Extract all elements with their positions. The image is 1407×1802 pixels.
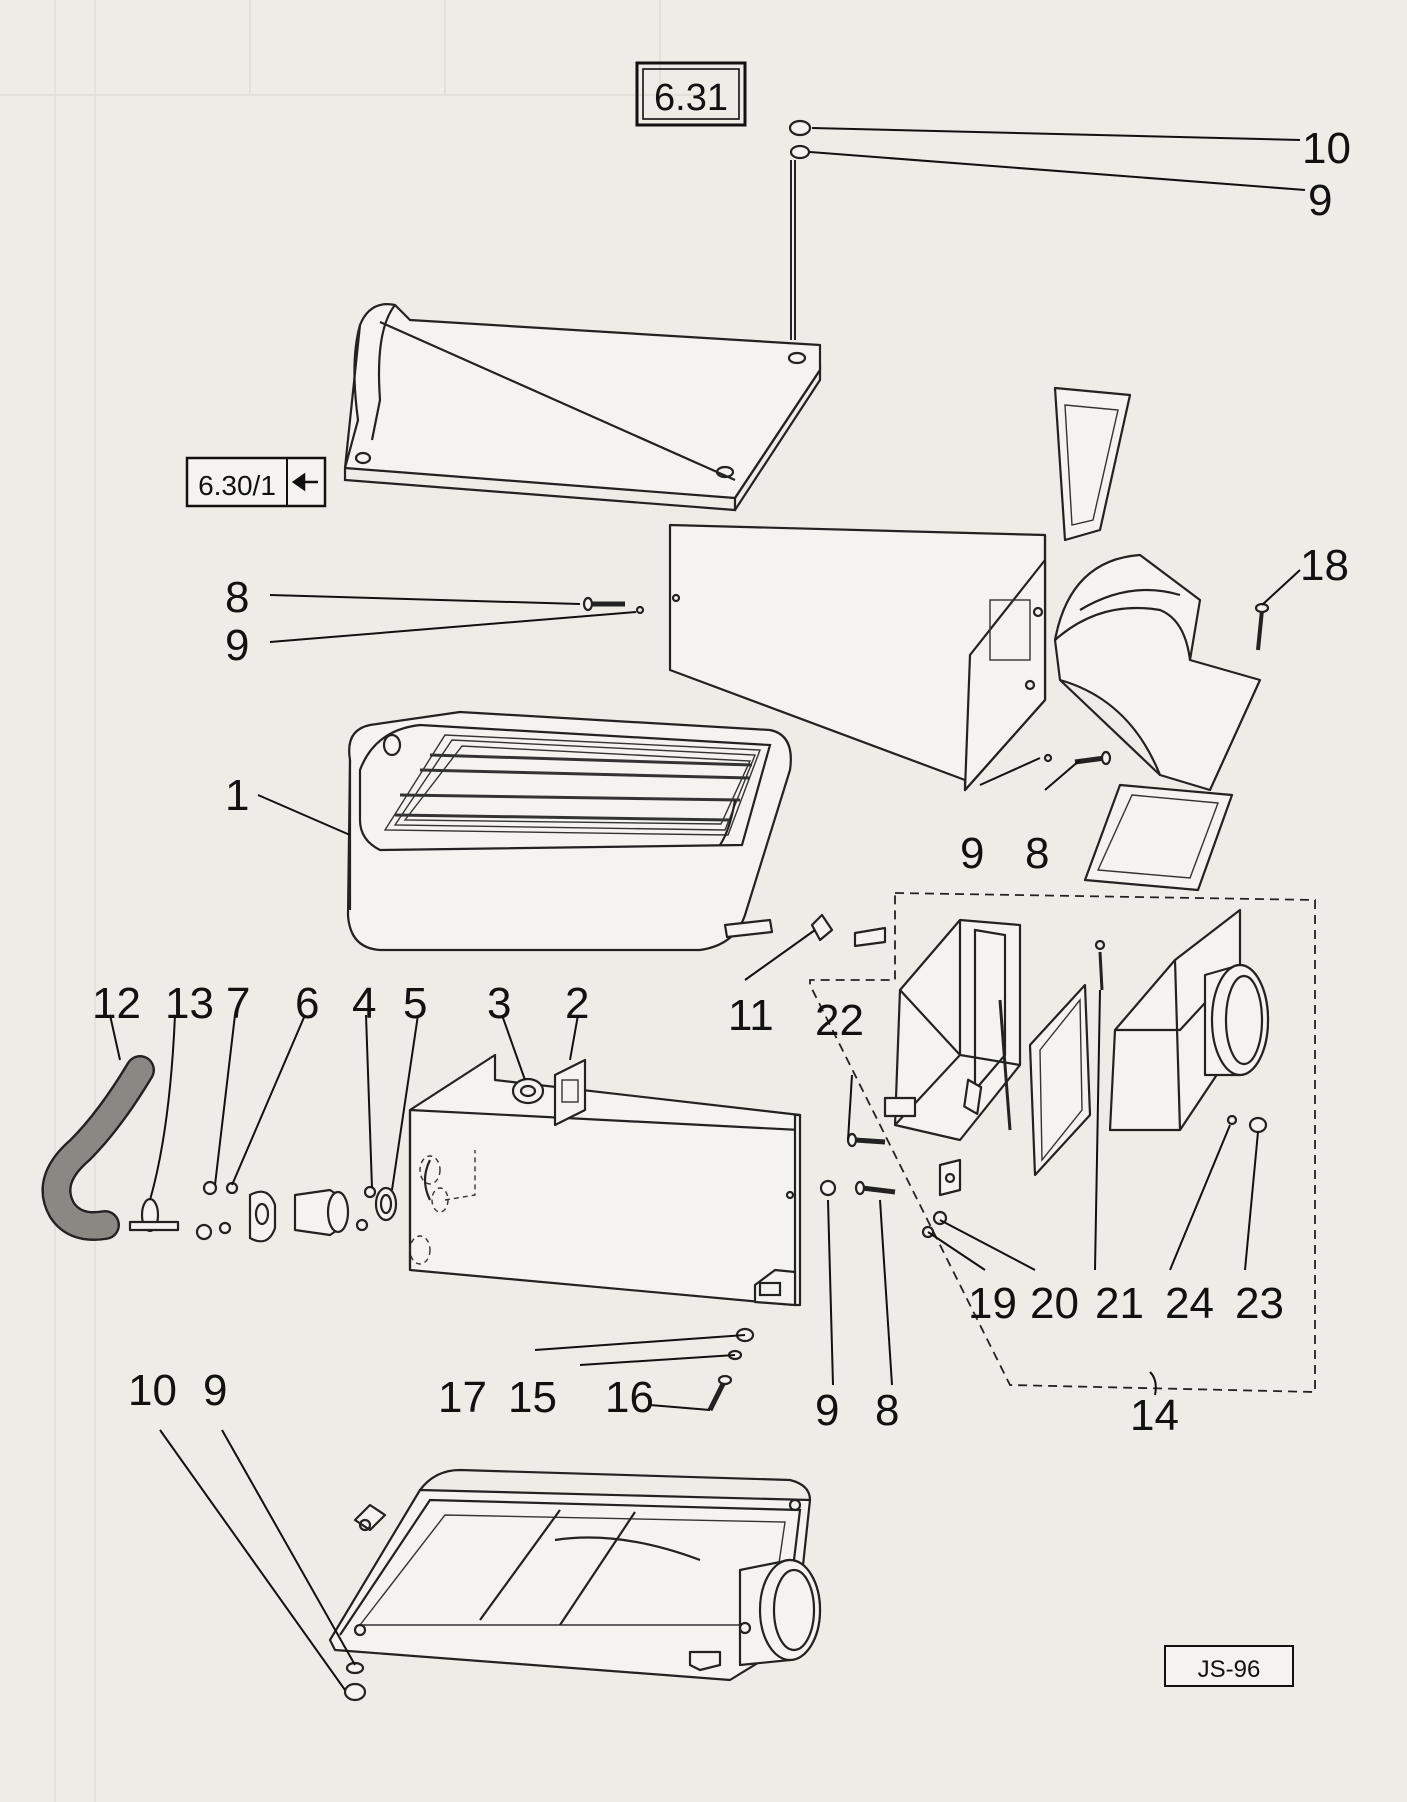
- callout-17: 17: [438, 1373, 487, 1422]
- upper-housing: [343, 303, 822, 512]
- callout-4: 4: [352, 979, 376, 1028]
- callout-9-bottom: 9: [203, 1366, 227, 1415]
- callout-20: 20: [1030, 1279, 1079, 1328]
- bleed-through-table: [0, 0, 700, 1802]
- clamp-11: [810, 913, 887, 948]
- callout-6: 6: [295, 979, 319, 1028]
- assembly-small-parts: [846, 1078, 1268, 1239]
- callout-9-right: 9: [960, 829, 984, 878]
- callout-24: 24: [1165, 1279, 1214, 1328]
- blower-bracket: [883, 918, 1022, 1142]
- grommet-and-plate: [511, 1058, 587, 1127]
- screw-18: [1254, 602, 1270, 651]
- bottom-housing: [328, 1468, 822, 1682]
- callout-3: 3: [487, 979, 511, 1028]
- callout-9-lower: 9: [815, 1386, 839, 1435]
- drawing-code-label: JS-96: [1198, 1656, 1261, 1683]
- callout-15: 15: [508, 1373, 557, 1422]
- drawing-code-box: JS-96: [1164, 1645, 1294, 1687]
- assembly-14-outline: [809, 892, 1316, 1393]
- leader-lines: [109, 127, 1306, 1691]
- callout-22: 22: [815, 996, 864, 1045]
- callout-8-right: 8: [1025, 829, 1049, 878]
- callout-2: 2: [565, 979, 589, 1028]
- figure-reference-box: 6.31: [635, 61, 747, 127]
- callout-5: 5: [403, 979, 427, 1028]
- callout-18: 18: [1300, 541, 1349, 590]
- callout-7: 7: [226, 979, 250, 1028]
- lower-box-housing: [408, 1053, 802, 1307]
- cross-reference-box: 6.30/1: [185, 456, 327, 508]
- callout-8-lower: 8: [875, 1386, 899, 1435]
- bottom-nut-and-washer: [343, 1661, 367, 1702]
- hose-clamp-13: [128, 1197, 180, 1233]
- callout-21: 21: [1095, 1279, 1144, 1328]
- heater-core-fins: [383, 734, 761, 836]
- damper-flap: [998, 939, 1106, 1177]
- callout-9-upper: 9: [225, 621, 249, 670]
- callout-10-top: 10: [1302, 124, 1351, 173]
- callout-9-top: 9: [1308, 176, 1332, 225]
- callout-16: 16: [605, 1373, 654, 1422]
- figure-reference-label: 6.31: [654, 77, 728, 119]
- rear-panel-plate: [668, 523, 1047, 792]
- callout-8-upper: 8: [225, 573, 249, 622]
- curved-air-duct: [1053, 553, 1262, 792]
- callout-14: 14: [1130, 1391, 1179, 1440]
- outlet-housing: [1108, 908, 1270, 1132]
- callout-1: 1: [225, 771, 249, 820]
- heater-core: [346, 710, 792, 952]
- callout-11: 11: [728, 991, 774, 1040]
- cross-reference-label: 6.30/1: [198, 470, 276, 501]
- callout-12: 12: [92, 979, 141, 1028]
- panel-screws: [582, 596, 1112, 766]
- upper-gasket: [1053, 386, 1132, 542]
- callout-23: 23: [1235, 1279, 1284, 1328]
- lower-gasket: [1083, 783, 1234, 892]
- callout-13: 13: [165, 979, 214, 1028]
- callout-labels: 10 9 18 8 9 1 9 8 12 13 7 6 4 5 3 2 11 2…: [92, 124, 1351, 1440]
- callout-19: 19: [968, 1279, 1017, 1328]
- fitting-parts: [195, 1180, 398, 1243]
- top-nut-and-washer: [788, 119, 812, 160]
- hose-12: [41, 1055, 155, 1241]
- callout-10-bottom: 10: [128, 1366, 177, 1415]
- core-outlet-tube: [723, 918, 774, 939]
